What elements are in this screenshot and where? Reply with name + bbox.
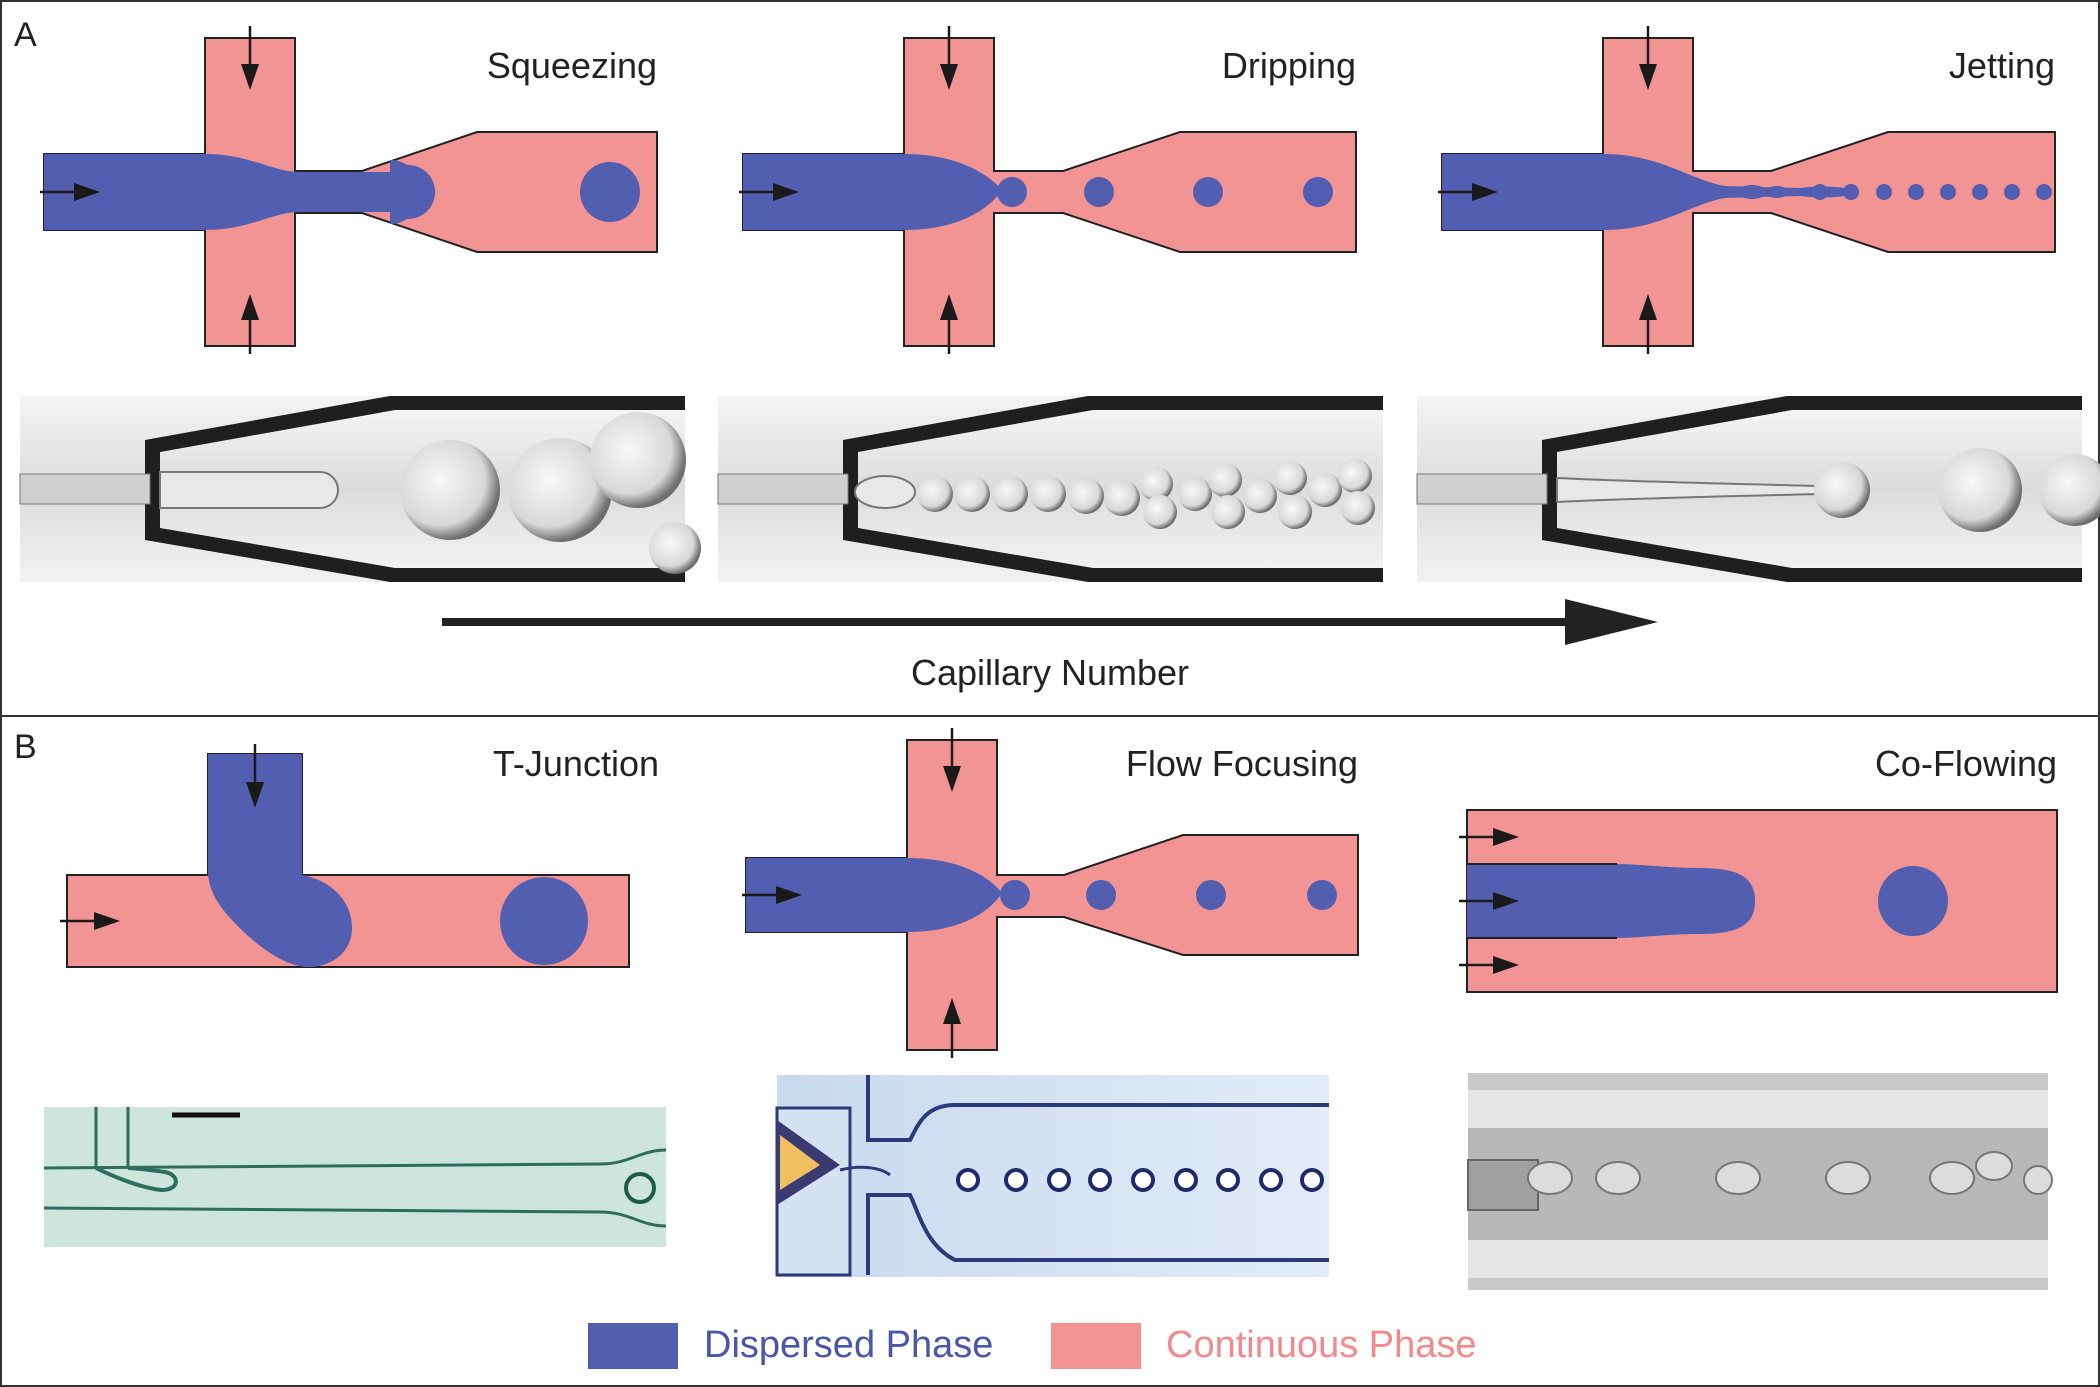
- dispersed-thread: [746, 858, 1002, 932]
- droplet: [2004, 184, 2020, 200]
- t-junction-schematic: [60, 744, 630, 968]
- micrograph-squeezing: [19, 396, 701, 582]
- droplet: [1196, 880, 1226, 910]
- inlet-arrow-bottom: [940, 294, 958, 354]
- micrograph-dripping: [717, 396, 1383, 582]
- inlet-arrow-top: [943, 728, 961, 792]
- droplet: [1940, 184, 1956, 200]
- inlet-arrow: [1438, 183, 1498, 201]
- droplet: [500, 877, 588, 965]
- geometry-label-co-flowing: Co-Flowing: [1875, 743, 2057, 784]
- panel-b-letter: B: [14, 728, 37, 766]
- inlet-arrow: [739, 183, 799, 201]
- inlet-arrow-top: [241, 26, 259, 90]
- droplet: [1878, 866, 1948, 936]
- geometry-label-t-junction: T-Junction: [493, 743, 659, 784]
- micrograph-jetting: [1416, 396, 2100, 582]
- micrograph-flow-focusing: [775, 1075, 1329, 1277]
- dripping-schematic: [739, 26, 1357, 354]
- legend-swatch-continuous: [1051, 1323, 1141, 1369]
- micrograph-t-junction: [43, 1107, 667, 1247]
- droplet: [1908, 184, 1924, 200]
- droplet: [997, 177, 1027, 207]
- inlet-arrow: [742, 886, 802, 904]
- inlet-arrow-top: [940, 26, 958, 90]
- droplet: [1766, 186, 1788, 198]
- inlet-arrow: [40, 183, 100, 201]
- inlet-arrow: [1459, 956, 1519, 974]
- inlet-arrow-top: [1639, 26, 1657, 90]
- droplet: [1084, 177, 1114, 207]
- jetting-schematic: [1438, 26, 2056, 354]
- inlet-arrow-bottom: [943, 998, 961, 1058]
- capillary-number-label: Capillary Number: [911, 652, 1189, 693]
- micrograph-co-flowing: [1467, 1073, 2053, 1290]
- dispersed-thread: [743, 154, 1002, 230]
- dispersed-thread: [1467, 864, 1755, 938]
- regime-label-jetting: Jetting: [1949, 45, 2055, 86]
- inlet-arrow-bottom: [241, 294, 259, 354]
- legend: Dispersed Phase Continuous Phase: [588, 1323, 1477, 1369]
- dispersed-squeezing-neck: [390, 160, 422, 224]
- legend-label-continuous: Continuous Phase: [1166, 1324, 1477, 1366]
- droplet: [1843, 184, 1859, 200]
- inlet-arrow: [60, 912, 120, 930]
- droplet: [1876, 184, 1892, 200]
- dispersed-t-plug: [208, 754, 352, 967]
- legend-swatch-dispersed: [588, 1323, 678, 1369]
- squeezing-schematic: [40, 26, 658, 354]
- droplet: [1738, 185, 1766, 199]
- panel-a-letter: A: [14, 16, 37, 54]
- droplet: [580, 162, 640, 222]
- droplet: [2036, 184, 2052, 200]
- inlet-arrow-top: [246, 744, 264, 808]
- regime-label-dripping: Dripping: [1222, 45, 1356, 86]
- droplet: [1193, 177, 1223, 207]
- regime-label-squeezing: Squeezing: [487, 45, 657, 86]
- legend-label-dispersed: Dispersed Phase: [704, 1324, 993, 1366]
- inlet-arrow-bottom: [1639, 294, 1657, 354]
- inlet-arrow: [1459, 828, 1519, 846]
- droplet: [1307, 880, 1337, 910]
- droplet: [1972, 184, 1988, 200]
- droplet: [1000, 880, 1030, 910]
- co-flowing-schematic: [1459, 809, 2058, 993]
- dispersed-thread: [44, 154, 436, 230]
- dispersed-jet: [1442, 154, 1845, 230]
- capillary-number-arrow: [442, 599, 1658, 645]
- droplet: [1812, 184, 1828, 200]
- droplet: [1086, 880, 1116, 910]
- geometry-label-flow-focusing: Flow Focusing: [1126, 743, 1358, 784]
- droplet: [1303, 177, 1333, 207]
- inlet-arrow: [1459, 892, 1519, 910]
- flow-focusing-schematic: [742, 728, 1359, 1058]
